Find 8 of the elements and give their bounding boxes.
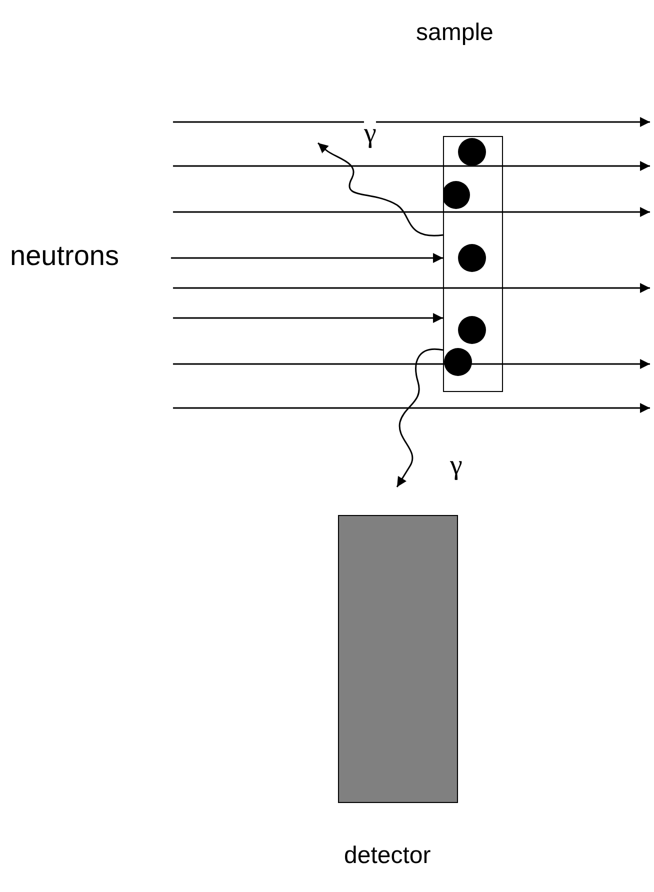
node-label: detector (344, 842, 431, 870)
arrow (396, 348, 444, 488)
arrow (173, 313, 443, 323)
node-label: neutrons (10, 240, 171, 272)
arrow (170, 253, 443, 263)
edge-label: γ (364, 118, 376, 150)
arrow (318, 142, 444, 236)
node-label: sample (416, 19, 494, 47)
